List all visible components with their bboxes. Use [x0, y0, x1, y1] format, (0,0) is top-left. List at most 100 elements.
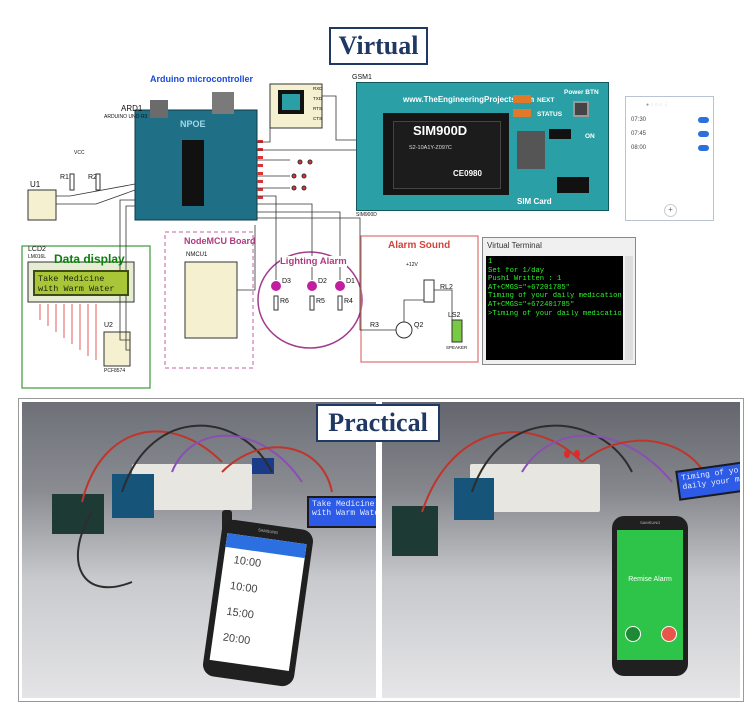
switches	[291, 159, 313, 191]
phone-left-time-3: 15:00	[225, 605, 255, 622]
practical-photo-left: Take Medicine with Warm Water SAMSUNG 10…	[22, 402, 376, 698]
terminal-title: Virtual Terminal	[487, 241, 542, 250]
alarm-toggle-3[interactable]	[698, 145, 709, 151]
snooze-alarm-icon[interactable]	[661, 626, 677, 642]
arduino-power-jack	[212, 92, 234, 114]
gsm-sub: SIM900D	[356, 212, 377, 218]
terminal-line: Timing of your daily medication!	[488, 292, 621, 301]
lcd-ref: LCD2	[28, 246, 46, 253]
data-display-box	[21, 245, 151, 389]
alarm-sound-title: Alarm Sound	[388, 240, 451, 251]
led-d1-label: D1	[346, 278, 355, 285]
terminal-line: AT+CMGS="+67201785"	[488, 283, 570, 292]
resistor-r1	[69, 173, 75, 191]
resistor-r4-label: R4	[344, 298, 353, 305]
lcd-screen: Take Medicine with Warm Water	[33, 270, 129, 296]
gsm-on-label: ON	[585, 133, 595, 140]
lighting-alarm-circle	[257, 251, 363, 349]
nodemcu-ref: NMCU1	[186, 252, 208, 258]
phone-left-brand: SAMSUNG	[257, 527, 279, 536]
practical-lcd-left-line-2: with Warm Water	[312, 509, 376, 518]
gsm-power-label: Power BTN	[564, 89, 599, 96]
gsm-chip-model: CE0980	[453, 169, 482, 178]
svg-text:NPOE: NPOE	[180, 119, 206, 129]
led-d2-label: D2	[318, 278, 327, 285]
gsm-chip-name: SIM900D	[413, 123, 468, 138]
lcd-sub: LM016L	[28, 254, 47, 260]
alarm-toggle-2[interactable]	[698, 131, 709, 137]
arduino-chip	[182, 140, 204, 206]
terminal-line: Set for 1/day	[488, 266, 545, 275]
terminal-line: >Timing of your daily medication	[488, 309, 621, 318]
practical-lcd-left: Take Medicine with Warm Water	[307, 496, 376, 528]
phone-left-time-1: 10:00	[232, 554, 262, 570]
alarm-time-3: 08:00	[631, 145, 647, 151]
resistor-r5-label: R5	[316, 298, 325, 305]
power-button-icon[interactable]	[573, 101, 589, 117]
lcd-line-2: with Warm Water	[38, 284, 115, 294]
vcc-label: VCC	[74, 150, 85, 156]
uart-pin-txd: TXD	[313, 96, 322, 101]
practical-frame	[18, 398, 744, 702]
rtc-ref: U1	[30, 180, 41, 189]
speaker	[451, 319, 463, 343]
alarm-sound-box	[360, 235, 479, 363]
terminal-line: AT+CMGS="+672401785"	[488, 300, 575, 309]
alarm-toggle-1[interactable]	[698, 117, 709, 123]
phone-left-time-2: 10:00	[229, 580, 259, 596]
resistor-r1-label: R1	[60, 174, 69, 181]
alarm-app-screen: ● ◌ ◌ ◌ ⋮ 07:30 07:45 08:00 +	[625, 96, 714, 221]
gsm-sim-label: SIM Card	[517, 197, 552, 206]
nodemcu-box	[164, 231, 254, 369]
nodemcu-title: NodeMCU Board	[184, 236, 256, 246]
resistor-r2	[95, 173, 101, 191]
practical-title: Practical	[316, 404, 440, 442]
data-display-title: Data display	[54, 252, 125, 266]
alarm-time-2: 07:45	[631, 131, 647, 137]
uart-pin-rxd: RXD	[313, 86, 323, 91]
phone-right-screen: Remise Alarm	[617, 530, 683, 660]
speaker-label: SPEAKER	[446, 345, 468, 350]
phone-left-time-4: 20:00	[222, 631, 251, 648]
expander-ref: U2	[104, 322, 113, 329]
gsm-ref: GSM1	[352, 74, 372, 81]
lighting-alarm-title: Lighting Alarm	[280, 256, 347, 267]
gsm-module: www.TheEngineeringProjects.com SIM900D S…	[356, 82, 609, 211]
gsm-chip-code: S2-10A1Y-Z097C	[409, 145, 452, 151]
terminal-line: 1	[488, 258, 493, 266]
arduino-title: Arduino microcontroller	[150, 74, 254, 84]
transistor-q2	[395, 321, 413, 339]
terminal-scrollbar[interactable]	[625, 256, 633, 360]
gsm-status-label: STATUS	[537, 111, 563, 118]
relay-label: RL2	[440, 284, 453, 291]
transistor-label: Q2	[414, 322, 424, 329]
expander-sub: PCF8574	[104, 368, 126, 374]
alarm-time-1: 07:30	[631, 117, 647, 123]
gsm-next-label: NEXT	[537, 97, 555, 104]
practical-photo-right: Timing of yo daily your me SAMSUNG Remis…	[382, 402, 740, 698]
ard-sub: ARDUINO UNO R3	[104, 114, 148, 120]
phone-right-brand: SAMSUNG	[640, 520, 661, 525]
phone-right-alarm-label: Remise Alarm	[628, 576, 672, 583]
resistor-r3-label: R3	[370, 322, 379, 329]
dismiss-alarm-icon[interactable]	[625, 626, 641, 642]
rtc-chip	[27, 189, 57, 221]
ard-ref: ARD1	[121, 104, 143, 113]
practical-lcd-left-line-1: Take Medicine	[312, 500, 375, 509]
uart-pin-rts: RTS	[313, 106, 322, 111]
alarm-leds	[271, 281, 345, 291]
resistor-r2-label: R2	[88, 174, 97, 181]
arduino-usb	[150, 100, 168, 118]
terminal-screen: 1 Set for 1/day Push1 Written : 1 AT+CMG…	[486, 256, 623, 360]
add-alarm-icon[interactable]: +	[664, 204, 677, 217]
speaker-ref: LS2	[448, 312, 461, 319]
terminal-line: Push1 Written : 1	[488, 275, 562, 284]
virtual-title: Virtual	[329, 27, 428, 65]
phone-left-screen: 10:00 10:00 15:00 20:00	[209, 533, 307, 671]
sim900d-chip: SIM900D S2-10A1Y-Z097C CE0980	[383, 113, 509, 195]
gsm-url: www.TheEngineeringProjects.com	[403, 95, 535, 104]
lcd-line-1: Take Medicine	[38, 274, 105, 284]
nodemcu-chip	[184, 261, 238, 339]
virtual-terminal: Virtual Terminal 1 Set for 1/day Push1 W…	[482, 237, 636, 365]
led-d3-label: D3	[282, 278, 291, 285]
